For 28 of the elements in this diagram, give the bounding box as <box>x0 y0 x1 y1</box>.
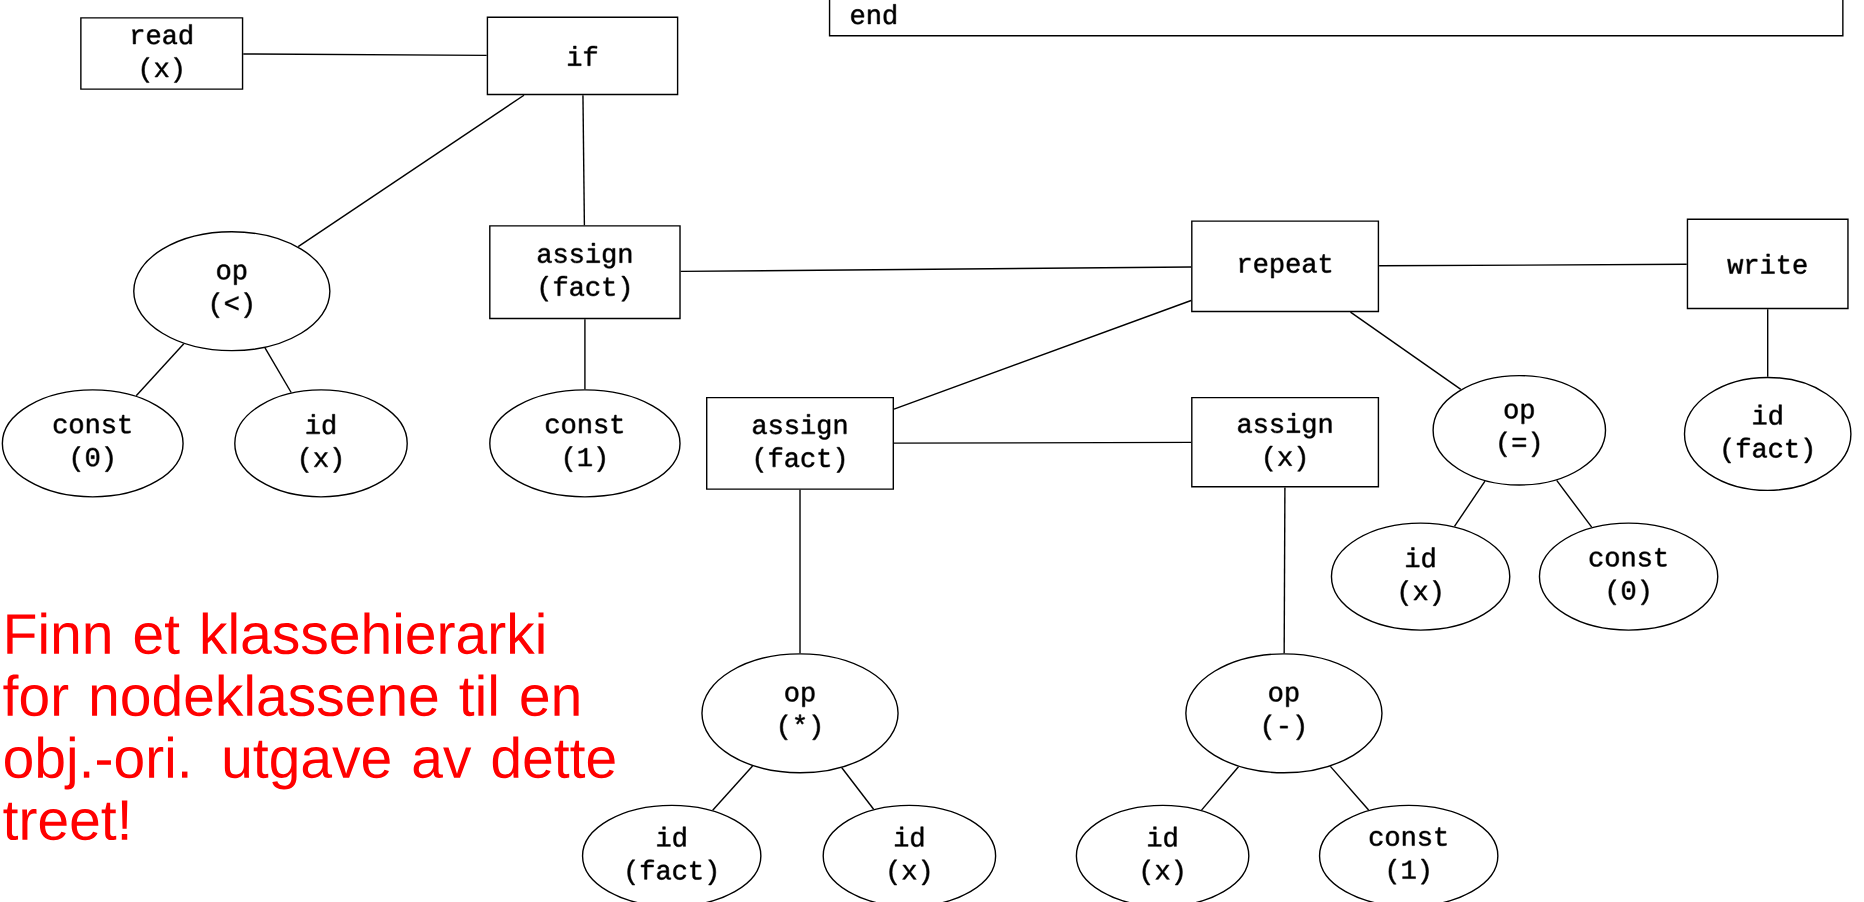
syntax-box: assign (fact) <box>489 225 681 320</box>
tree-edge <box>297 94 525 248</box>
tree-edge <box>582 94 586 226</box>
syntax-box: assign (fact) <box>706 396 894 490</box>
tree-edge <box>1349 311 1462 390</box>
syntax-box: repeat <box>1191 220 1380 313</box>
syntax-box: read (x) <box>80 17 244 90</box>
syntax-box: assign (x) <box>1191 396 1380 488</box>
tree-edge <box>1378 263 1688 267</box>
tree-edge <box>680 266 1192 273</box>
tree-edge <box>893 299 1192 410</box>
tree-edge <box>584 318 586 390</box>
tree-edge <box>1329 765 1370 811</box>
syntax-box: write <box>1686 218 1849 310</box>
tree-edge <box>1283 486 1286 654</box>
tree-edge <box>841 767 875 810</box>
syntax-box: if <box>486 16 679 96</box>
tree-edge <box>1767 308 1769 378</box>
tree-edge <box>1555 479 1593 528</box>
tree-edge <box>1200 766 1240 811</box>
tree-edge <box>242 53 488 57</box>
tree-edge <box>712 765 754 812</box>
tree-edge <box>1453 480 1486 528</box>
tree-edge <box>893 441 1192 444</box>
code-box: end <box>828 0 1844 37</box>
tree-edge <box>135 343 185 397</box>
tree-edge <box>264 347 292 394</box>
tree-edge <box>799 489 801 654</box>
